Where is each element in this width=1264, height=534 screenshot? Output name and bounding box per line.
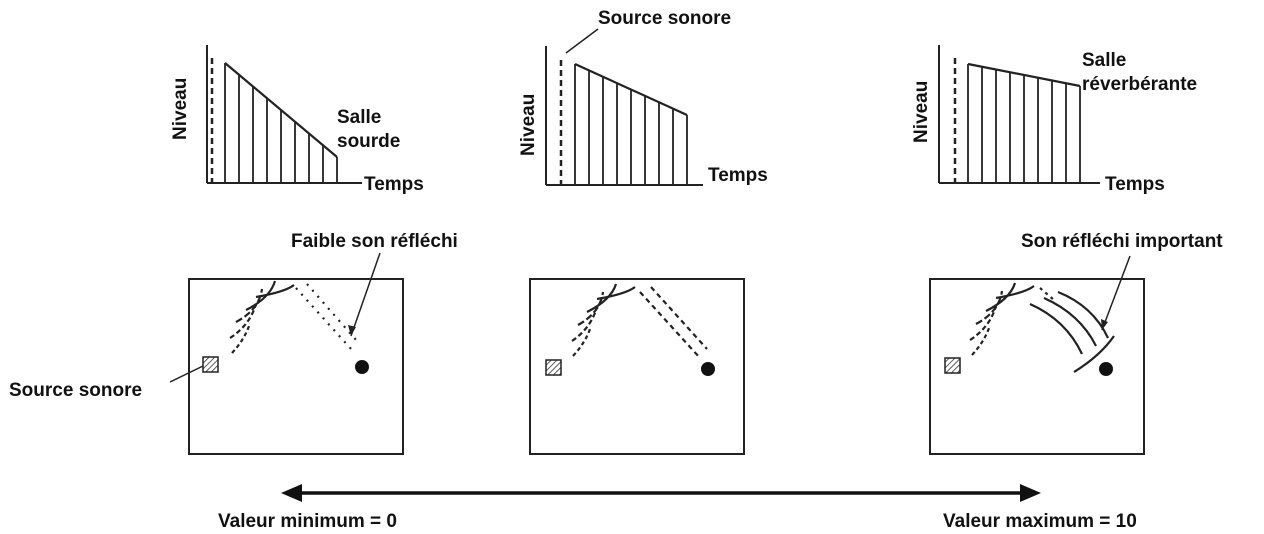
room-diagram-dead: Faible son réfléchi Source sonore [9,231,458,455]
callout-pointer [1101,255,1131,331]
sound-source-icon [545,359,562,376]
room-diagram-reverberant: Son réfléchi important [929,231,1223,455]
callout-arrowhead [348,325,356,336]
room-outline [529,278,745,455]
scale-max-label: Valeur maximum = 10 [943,511,1137,532]
decay-graph-medium: Source sonore Niveau Temps [518,8,768,186]
scale-min-label: Valeur minimum = 0 [218,511,397,532]
decay-graph-reverberant-room: Niveau Temps Salle réverbérante [911,45,1197,195]
source-label: Source sonore [9,380,142,401]
listener-icon [1099,362,1113,376]
callout-label: Faible son réfléchi [291,231,458,252]
room-label-line2: sourde [337,131,400,152]
room-label-line1: Salle [1082,50,1126,71]
reflection-bars [574,64,688,185]
scale-arrow: Valeur minimum = 0 Valeur maximum = 10 [218,484,1137,532]
reflection-bars [224,63,338,183]
sound-source-icon [944,357,961,374]
scale-arrowhead-left [281,484,302,502]
room-outline [188,278,404,455]
scale-arrowhead-right [1020,484,1041,502]
x-axis-label: Temps [364,174,424,195]
callout-label: Son réfléchi important [1021,231,1223,252]
incident-waves [571,283,636,357]
listener-icon [355,360,369,374]
x-axis-label: Temps [708,165,768,186]
incident-waves [229,280,295,354]
incident-waves [969,282,1035,356]
source-label: Source sonore [598,8,731,29]
source-pointer [169,365,204,383]
decay-graph-dead-room: Niveau Temps Salle sourde [170,45,424,195]
source-pointer [565,28,599,54]
reflected-waves-medium [639,286,708,359]
callout-arrowhead [1101,319,1108,330]
x-axis-label: Temps [1105,174,1165,195]
room-diagram-medium [529,278,745,455]
y-axis-label: Niveau [518,94,539,156]
room-outline [929,278,1145,455]
callout-pointer [350,252,381,337]
room-label-line1: Salle [337,107,381,128]
y-axis-label: Niveau [170,78,191,140]
reflected-waves-strong [1029,287,1115,373]
listener-icon [701,362,715,376]
y-axis-label: Niveau [911,81,932,143]
reflected-waves-weak [295,283,358,351]
sound-source-icon [202,356,219,373]
room-label-line2: réverbérante [1082,74,1197,95]
reflection-bars [967,64,1081,183]
